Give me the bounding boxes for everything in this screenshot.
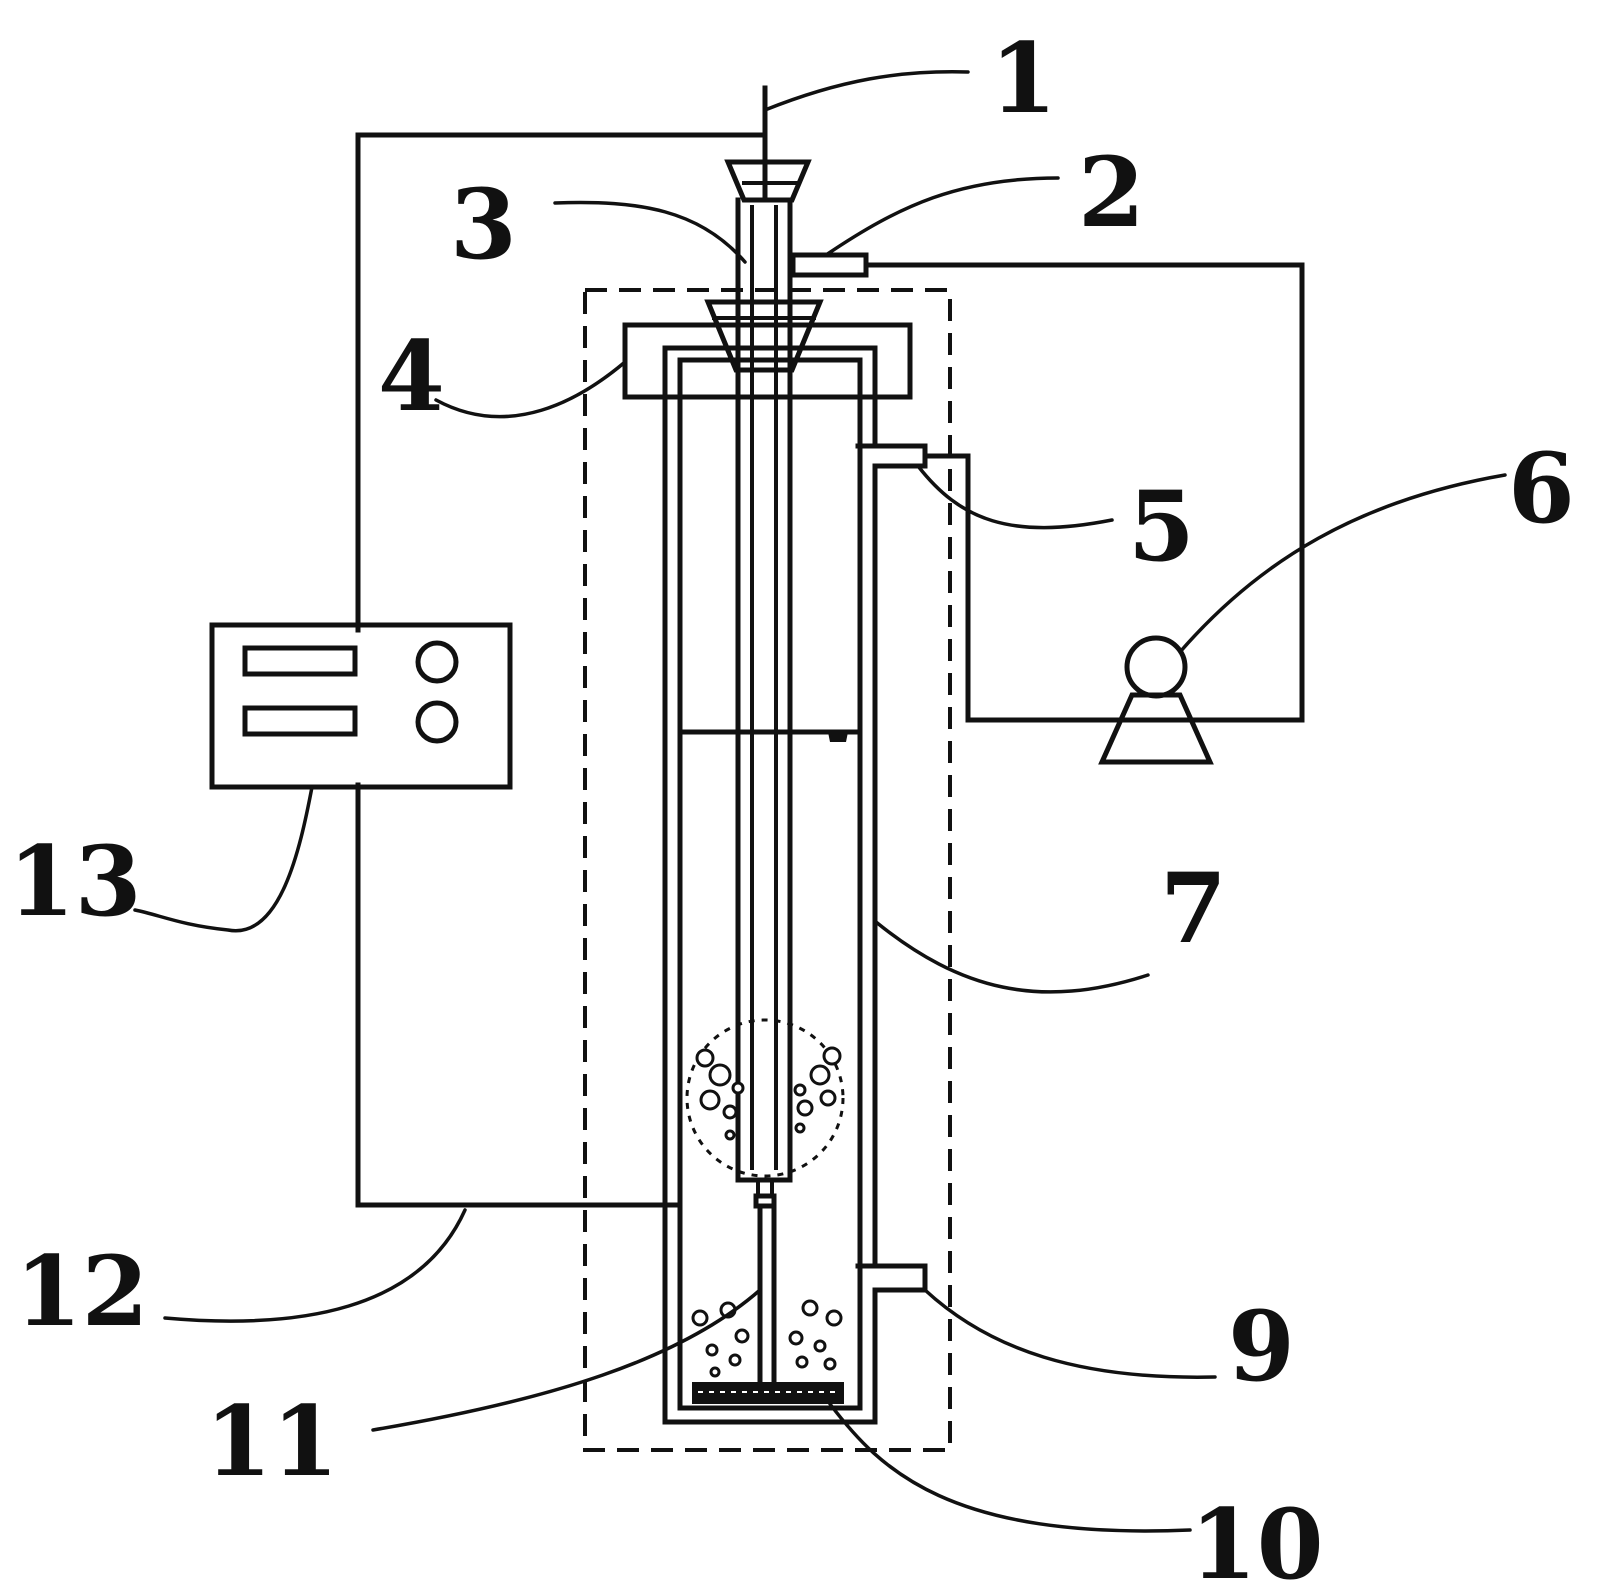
knob-1 xyxy=(415,640,459,684)
upper-wire xyxy=(355,132,768,633)
lid-stopper xyxy=(704,299,824,373)
dashed-enclosure xyxy=(583,288,952,1452)
leader-7 xyxy=(874,920,1150,994)
leader-12 xyxy=(163,1208,467,1323)
top-stopper xyxy=(724,159,812,203)
label-10: 10 xyxy=(1190,1488,1324,1590)
detail-circle xyxy=(685,1018,845,1178)
label-11: 11 xyxy=(205,1385,339,1498)
pump-pipe xyxy=(863,262,1305,723)
display-1 xyxy=(242,645,358,677)
leader-6 xyxy=(1178,473,1507,654)
port-upper xyxy=(855,443,928,469)
leader-4 xyxy=(434,360,627,419)
liquid-level xyxy=(677,729,863,742)
vessel-jacket xyxy=(662,345,878,1425)
central-tube xyxy=(735,197,793,1183)
label-4: 4 xyxy=(378,320,445,433)
label-12: 12 xyxy=(15,1235,149,1348)
label-3: 3 xyxy=(450,168,517,281)
leader-9 xyxy=(923,1288,1217,1379)
leader-11 xyxy=(371,1288,762,1432)
label-13: 13 xyxy=(8,825,142,938)
bottom-bubbles xyxy=(691,1299,843,1378)
controller-box xyxy=(209,622,513,790)
bottom-deposit xyxy=(692,1382,844,1404)
port-lower xyxy=(855,1263,928,1293)
label-2: 2 xyxy=(1078,136,1145,249)
label-9: 9 xyxy=(1228,1290,1295,1403)
label-5: 5 xyxy=(1128,470,1195,583)
leader-2 xyxy=(824,176,1060,257)
leader-1 xyxy=(763,70,970,112)
display-2 xyxy=(242,705,358,737)
label-6: 6 xyxy=(1508,432,1575,545)
knob-2 xyxy=(415,700,459,744)
pump xyxy=(1098,635,1214,765)
leader-13 xyxy=(133,785,314,933)
electrode-tip xyxy=(735,1177,793,1388)
label-1: 1 xyxy=(990,22,1057,135)
leader-5 xyxy=(916,464,1114,530)
leader-10 xyxy=(828,1402,1192,1533)
leader-3 xyxy=(553,200,747,264)
lower-wire xyxy=(355,782,683,1208)
label-7: 7 xyxy=(1160,852,1227,965)
top-fitting xyxy=(790,252,869,278)
